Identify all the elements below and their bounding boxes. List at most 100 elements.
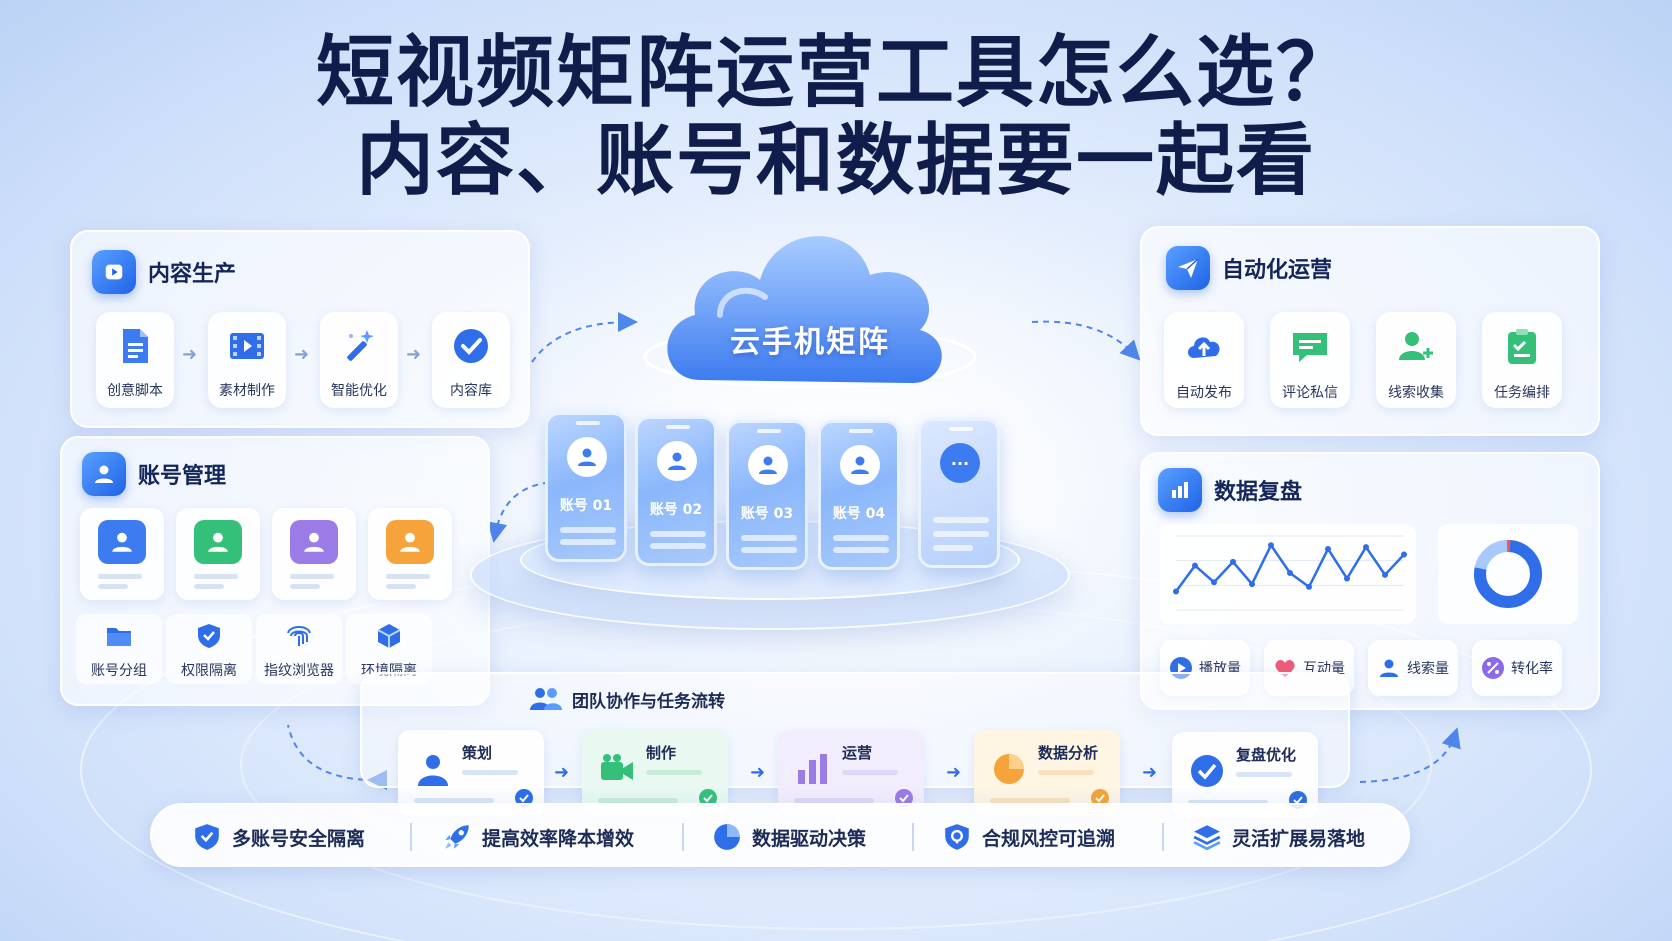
data-point bbox=[1230, 558, 1236, 565]
placeholder-line bbox=[194, 574, 238, 579]
placeholder-line bbox=[650, 543, 706, 549]
film-icon bbox=[230, 333, 264, 359]
content-production-title: 内容生产 bbox=[148, 262, 237, 287]
percent-icon bbox=[1482, 657, 1504, 679]
phone-account-04[interactable]: 账号 04 bbox=[818, 420, 900, 570]
check-circle-icon bbox=[895, 789, 913, 807]
tile-label: 任务编排 bbox=[1494, 385, 1550, 401]
feature-label: 账号分组 bbox=[91, 663, 147, 679]
automation-header: 自动化运营 bbox=[1166, 246, 1332, 290]
placeholder-line bbox=[933, 545, 973, 551]
phone-label: 账号 01 bbox=[559, 498, 613, 514]
avatar-icon bbox=[194, 520, 242, 564]
phone-notch bbox=[666, 425, 690, 429]
placeholder-line bbox=[933, 531, 989, 537]
feature-label: 指纹浏览器 bbox=[264, 663, 334, 679]
feature-account-group[interactable]: 账号分组 bbox=[76, 614, 162, 684]
arrow-right-icon: ➜ bbox=[406, 344, 422, 365]
arrow-right-icon: ➜ bbox=[182, 344, 198, 365]
arrow-right-icon: ➜ bbox=[294, 344, 310, 365]
rocket-icon bbox=[445, 825, 469, 849]
data-review-header: 数据复盘 bbox=[1158, 468, 1302, 512]
cloud-label: 云手机矩阵 bbox=[730, 325, 890, 360]
metric-label: 转化率 bbox=[1511, 661, 1553, 677]
phone-label: 账号 04 bbox=[832, 506, 886, 522]
play-icon bbox=[92, 250, 136, 294]
tile-label: 线索收集 bbox=[1388, 385, 1444, 401]
pie-chart-icon bbox=[714, 824, 740, 850]
metric-engagement[interactable]: 互动量 bbox=[1264, 640, 1354, 696]
content-production-header: 内容生产 bbox=[92, 250, 236, 294]
check-circle-icon bbox=[454, 329, 488, 363]
tile-task-orchestration[interactable]: 任务编排 bbox=[1482, 312, 1562, 408]
metric-conversion[interactable]: 转化率 bbox=[1472, 640, 1562, 696]
check-circle-icon bbox=[1091, 789, 1109, 807]
arrow-right-icon: ➜ bbox=[946, 762, 962, 783]
cube-icon bbox=[377, 624, 401, 648]
series-line bbox=[1174, 542, 1405, 593]
phone-account-02[interactable]: 账号 02 bbox=[635, 416, 717, 566]
placeholder-line bbox=[1188, 800, 1268, 805]
metric-leads[interactable]: 线索量 bbox=[1368, 640, 1458, 696]
feature-fingerprint-browser[interactable]: 指纹浏览器 bbox=[256, 614, 342, 684]
user-icon bbox=[1380, 659, 1398, 677]
step-label: 数据分析 bbox=[1038, 744, 1099, 762]
phone-account-03[interactable]: 账号 03 bbox=[726, 420, 808, 570]
placeholder-line bbox=[290, 584, 320, 589]
account-card-orange[interactable] bbox=[368, 508, 452, 600]
step-planning[interactable]: 策划 bbox=[398, 730, 544, 816]
data-point bbox=[1325, 545, 1331, 552]
tile-material[interactable]: 素材制作 bbox=[208, 312, 286, 408]
feature-permission-isolation[interactable]: 权限隔离 bbox=[166, 614, 252, 684]
chat-icon bbox=[1293, 333, 1327, 362]
cloud-phone-matrix[interactable]: 云手机矩阵 bbox=[640, 205, 980, 410]
data-point bbox=[1344, 575, 1350, 582]
placeholder-line bbox=[646, 770, 702, 775]
content-production-panel: 内容生产 创意脚本 ➜ 素材制作 ➜ 智能优化 ➜ 内容库 bbox=[70, 230, 530, 428]
account-card-blue[interactable] bbox=[80, 508, 164, 600]
avatar-icon bbox=[657, 441, 697, 481]
benefit-efficiency[interactable]: 提高效率降本增效 bbox=[442, 805, 634, 869]
badge-check-icon bbox=[1191, 755, 1223, 787]
benefit-security[interactable]: 多账号安全隔离 bbox=[192, 805, 365, 869]
cloud-upload-icon bbox=[1188, 337, 1220, 358]
account-card-purple[interactable] bbox=[272, 508, 356, 600]
phone-more[interactable]: ··· bbox=[918, 418, 1000, 568]
folder-icon bbox=[107, 628, 131, 646]
account-card-green[interactable] bbox=[176, 508, 260, 600]
tile-comments[interactable]: 评论私信 bbox=[1270, 312, 1350, 408]
clipboard-check-icon bbox=[1508, 329, 1536, 364]
avatar-icon bbox=[290, 520, 338, 564]
placeholder-line bbox=[386, 574, 430, 579]
team-header: 团队协作与任务流转 bbox=[530, 686, 725, 712]
tile-script[interactable]: 创意脚本 bbox=[96, 312, 174, 408]
line-chart-card bbox=[1160, 524, 1416, 624]
phone-label: 账号 03 bbox=[740, 506, 794, 522]
benefit-label: 合规风控可追溯 bbox=[982, 827, 1116, 850]
tile-library[interactable]: 内容库 bbox=[432, 312, 510, 408]
user-add-icon bbox=[1399, 332, 1433, 360]
placeholder-line bbox=[414, 798, 494, 803]
step-production[interactable]: 制作 bbox=[582, 730, 728, 816]
step-data-analysis[interactable]: 数据分析 bbox=[974, 730, 1120, 816]
phone-account-01[interactable]: 账号 01 bbox=[545, 412, 627, 562]
tile-auto-publish[interactable]: 自动发布 bbox=[1164, 312, 1244, 408]
pie-chart-icon bbox=[994, 754, 1024, 784]
benefit-data-driven[interactable]: 数据驱动决策 bbox=[712, 805, 866, 869]
tile-leads[interactable]: 线索收集 bbox=[1376, 312, 1456, 408]
step-operation[interactable]: 运营 bbox=[778, 730, 924, 816]
data-point bbox=[1192, 562, 1198, 569]
arrow-right-icon: ➜ bbox=[554, 762, 570, 783]
benefit-scalable[interactable]: 灵活扩展易落地 bbox=[1192, 805, 1365, 869]
main-title-line2: 内容、账号和数据要一起看 bbox=[355, 116, 1316, 206]
benefit-label: 数据驱动决策 bbox=[752, 827, 867, 850]
arrow-right-icon: ➜ bbox=[1142, 762, 1158, 783]
tile-optimize[interactable]: 智能优化 bbox=[320, 312, 398, 408]
magic-wand-icon bbox=[347, 330, 374, 361]
divider bbox=[410, 823, 412, 851]
fingerprint-icon bbox=[287, 626, 311, 646]
placeholder-line bbox=[462, 770, 518, 775]
benefit-label: 提高效率降本增效 bbox=[482, 827, 635, 850]
benefit-compliance[interactable]: 合规风控可追溯 bbox=[942, 805, 1115, 869]
shield-icon bbox=[198, 624, 220, 648]
